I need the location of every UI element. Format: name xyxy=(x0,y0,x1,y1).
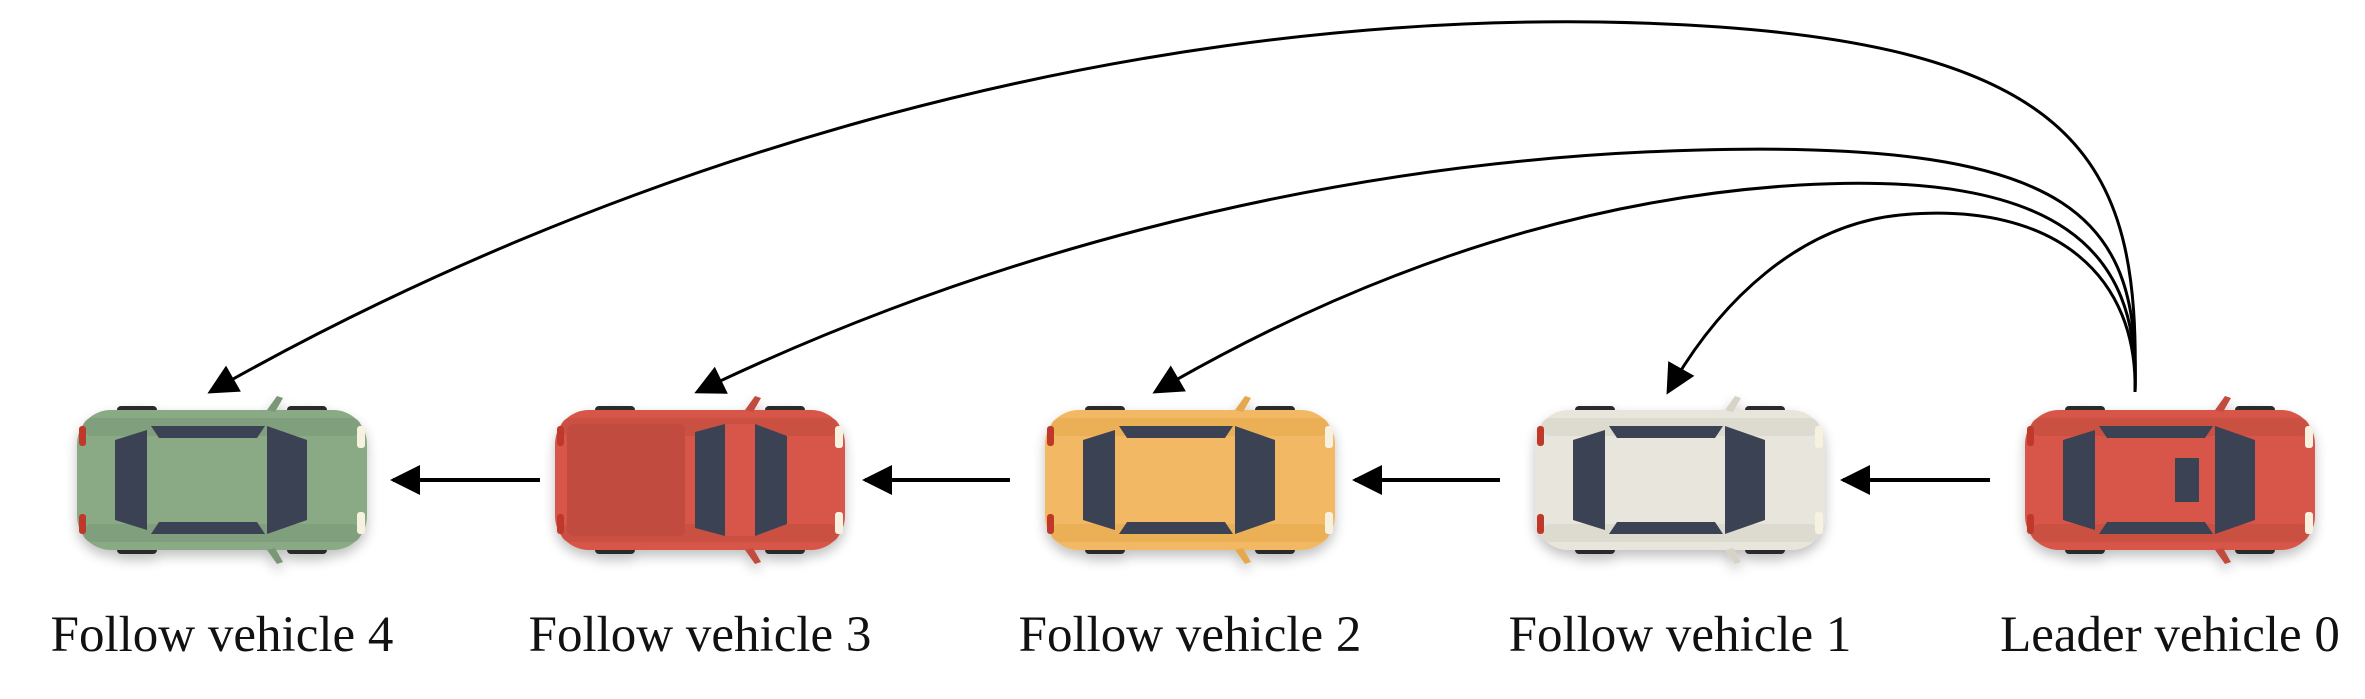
car-follow-vehicle-1 xyxy=(1535,396,1825,564)
headlight xyxy=(1325,512,1333,534)
vehicle-label-follow-4: Follow vehicle 4 xyxy=(50,607,394,663)
taillight xyxy=(79,426,86,446)
side-window xyxy=(1119,426,1233,438)
mirror xyxy=(267,396,283,412)
taillight xyxy=(2027,514,2034,534)
rear-window xyxy=(1573,430,1605,530)
car-follow-vehicle-4 xyxy=(77,396,367,564)
mirror xyxy=(1235,396,1251,412)
roof xyxy=(1119,440,1233,520)
car-leader-vehicle-0 xyxy=(2025,396,2315,564)
mirror xyxy=(1725,396,1741,412)
headlight xyxy=(1815,426,1823,448)
side-window xyxy=(151,522,265,534)
side-window xyxy=(1609,426,1723,438)
mirror xyxy=(1235,548,1251,564)
side-window xyxy=(1119,522,1233,534)
vehicle-label-leader-0: Leader vehicle 0 xyxy=(2000,607,2340,663)
headlight xyxy=(835,512,843,534)
windshield xyxy=(1725,426,1765,534)
broadcast-arrow-1 xyxy=(1666,211,2137,395)
mirror xyxy=(1725,548,1741,564)
headlight xyxy=(2305,426,2313,448)
car-follow-vehicle-2 xyxy=(1045,396,1335,564)
mirror xyxy=(2215,548,2231,564)
broadcast-arrow-4 xyxy=(207,20,2137,394)
headlight xyxy=(357,512,365,534)
taillight xyxy=(557,514,564,534)
windshield xyxy=(2215,426,2255,534)
car-follow-vehicle-3 xyxy=(555,396,845,564)
broadcast-arrow-3 xyxy=(694,147,2137,394)
mirror xyxy=(745,548,761,564)
headlight xyxy=(835,426,843,448)
roof xyxy=(725,424,755,536)
rear-window xyxy=(695,424,725,536)
rear-window xyxy=(115,430,147,530)
taillight xyxy=(1537,426,1544,446)
windshield xyxy=(1235,426,1275,534)
side-window xyxy=(2099,426,2213,438)
truck-bed xyxy=(567,424,685,536)
windshield xyxy=(755,424,787,536)
taillight xyxy=(1047,514,1054,534)
taillight xyxy=(1047,426,1054,446)
taillight xyxy=(557,426,564,446)
side-window xyxy=(151,426,265,438)
windshield xyxy=(267,426,307,534)
side-window xyxy=(1609,522,1723,534)
mirror xyxy=(745,396,761,412)
taillight xyxy=(79,514,86,534)
vehicle-label-follow-1: Follow vehicle 1 xyxy=(1508,607,1852,663)
mirror xyxy=(2215,396,2231,412)
mirror xyxy=(267,548,283,564)
headlight xyxy=(357,426,365,448)
roof xyxy=(151,440,265,520)
vehicle-label-follow-3: Follow vehicle 3 xyxy=(528,607,872,663)
roof xyxy=(1609,440,1723,520)
rear-window xyxy=(2063,430,2095,530)
headlight xyxy=(2305,512,2313,534)
taillight xyxy=(2027,426,2034,446)
rear-window xyxy=(1083,430,1115,530)
vehicle-label-follow-2: Follow vehicle 2 xyxy=(1018,607,1362,663)
broadcast-arrow-2 xyxy=(1152,181,2137,394)
headlight xyxy=(1815,512,1823,534)
sunroof xyxy=(2175,458,2199,502)
side-window xyxy=(2099,522,2213,534)
taillight xyxy=(1537,514,1544,534)
headlight xyxy=(1325,426,1333,448)
